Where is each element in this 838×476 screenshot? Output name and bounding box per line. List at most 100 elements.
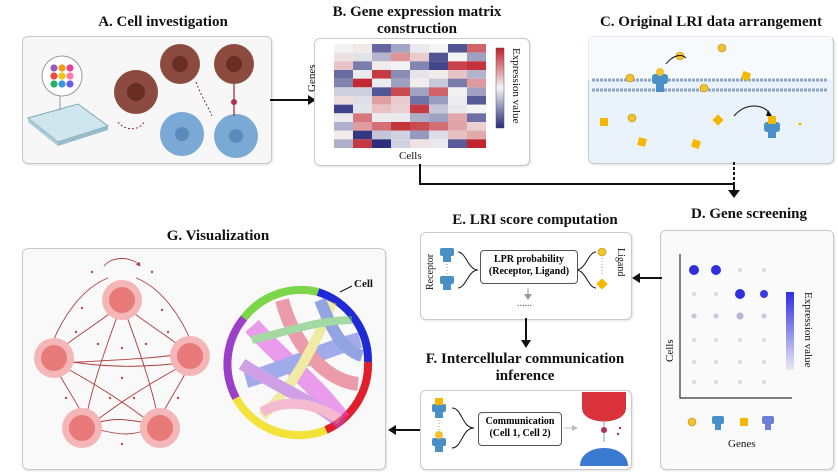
heatmap-cell xyxy=(391,52,410,62)
heatmap-cell xyxy=(429,130,448,140)
heatmap-cell xyxy=(448,70,467,79)
heatmap-cell xyxy=(372,139,391,148)
heatmap-cell xyxy=(410,96,429,105)
receptor-complex-icon xyxy=(764,116,780,138)
chord-arc-green xyxy=(240,286,319,321)
heatmap-cell xyxy=(372,113,391,122)
heatmap-cell xyxy=(410,104,429,114)
dotplot-ylabel: Cells xyxy=(664,339,676,362)
heatmap-cell xyxy=(429,87,448,96)
heatmap-cell xyxy=(467,70,486,79)
heatmap-cell xyxy=(410,122,429,131)
heatmap-cell xyxy=(410,44,429,53)
heatmap-cell xyxy=(353,130,372,140)
heatmap-cell xyxy=(410,70,429,79)
arrow-f-to-g xyxy=(388,425,420,435)
heatmap-cell xyxy=(448,61,467,70)
heatmap-cell xyxy=(448,96,467,105)
heatmap-cell xyxy=(429,52,448,62)
heatmap-cell xyxy=(448,87,467,96)
heatmap-cell xyxy=(448,139,467,148)
heatmap-cell xyxy=(429,139,448,148)
heatmap-cell xyxy=(353,78,372,88)
heatmap-cell xyxy=(334,130,353,140)
heatmap-cell xyxy=(391,96,410,105)
heatmap-cell xyxy=(429,113,448,122)
chord-arc-purple xyxy=(223,315,248,400)
heatmap-cell xyxy=(372,61,391,70)
dotplot-dot xyxy=(762,360,766,364)
heatmap-cell xyxy=(353,52,372,62)
heatmap-cell xyxy=(334,78,353,88)
heatmap-ylabel: Genes xyxy=(306,64,318,93)
heatmap-cell xyxy=(353,96,372,105)
ligand-square xyxy=(740,70,752,82)
title-e: E. LRI score computation xyxy=(452,212,618,228)
comm-line1: Communication xyxy=(485,416,555,427)
heatmap-cell xyxy=(353,104,372,114)
heatmap-cell xyxy=(467,104,486,114)
heatmap-cell xyxy=(334,96,353,105)
receptor-ligand-icon xyxy=(432,431,446,452)
heatmap-cell xyxy=(448,113,467,122)
dotplot-dot xyxy=(714,338,718,342)
dotplot-dot xyxy=(691,313,697,319)
title-c: C. Original LRI data arrangement xyxy=(599,14,823,30)
heatmap-cell xyxy=(391,78,410,88)
dotplot-dot xyxy=(713,313,719,319)
heatmap-cell xyxy=(467,130,486,140)
chord-diagram xyxy=(223,285,373,440)
dotplot-dot xyxy=(735,289,745,299)
dotplot-dot xyxy=(692,338,696,342)
cell-network xyxy=(34,258,210,448)
heatmap-cell xyxy=(429,78,448,88)
heatmap-cell xyxy=(391,122,410,131)
dotplot-dot xyxy=(762,380,766,384)
heatmap-cell xyxy=(410,113,429,122)
dotplot-dot xyxy=(736,312,744,320)
communication-box: Communication (Cell 1, Cell 2) xyxy=(478,412,562,446)
heatmap-cell xyxy=(372,70,391,79)
heatmap-cell xyxy=(334,122,353,131)
chord-arc-yellow xyxy=(232,395,328,440)
heatmap-cell xyxy=(372,78,391,88)
heatmap-cell xyxy=(467,78,486,88)
heatmap-cell xyxy=(429,122,448,131)
dotplot-colorbar-label: Expression value xyxy=(802,292,814,368)
heatmap-cell xyxy=(467,44,486,53)
cell-investigation-illustration xyxy=(26,44,258,158)
heatmap-cell xyxy=(372,52,391,62)
heatmap-cell xyxy=(353,61,372,70)
heatmap-cell xyxy=(410,87,429,96)
dotplot-axes xyxy=(679,254,792,399)
heatmap-cell xyxy=(410,78,429,88)
heatmap-cell xyxy=(467,139,486,148)
heatmap-cell xyxy=(334,113,353,122)
chord-cell-label: Cell xyxy=(354,278,373,290)
heatmap-cell xyxy=(334,44,353,53)
dotplot-dot xyxy=(692,380,696,384)
communication-illustration xyxy=(432,392,628,466)
heatmap-cell xyxy=(391,139,410,148)
dotplot-dot xyxy=(689,265,699,275)
dotplot-dot xyxy=(738,338,742,342)
ligand-ball xyxy=(597,247,607,257)
comm-line2: (Cell 1, Cell 2) xyxy=(489,428,551,439)
title-b: B. Gene expression matrix construction xyxy=(332,4,502,37)
lpr-dots: ...... xyxy=(517,298,532,309)
title-d: D. Gene screening xyxy=(691,206,807,222)
receptor-icon xyxy=(652,68,668,92)
heatmap-cell xyxy=(410,139,429,148)
heatmap-cell xyxy=(372,96,391,105)
heatmap-cell xyxy=(391,70,410,79)
network-cell-bottom-left xyxy=(62,408,102,448)
heatmap-cell xyxy=(429,61,448,70)
heatmap-cell xyxy=(372,104,391,114)
lpr-line1: LPR probability xyxy=(493,254,565,265)
cell-blue-bottom xyxy=(580,448,628,466)
connector-c-to-d xyxy=(733,162,735,184)
heatmap-cell xyxy=(372,130,391,140)
title-f: F. Intercellular communication inference xyxy=(425,351,625,384)
cell-brown-2 xyxy=(160,44,200,84)
heatmap-cell xyxy=(353,113,372,122)
